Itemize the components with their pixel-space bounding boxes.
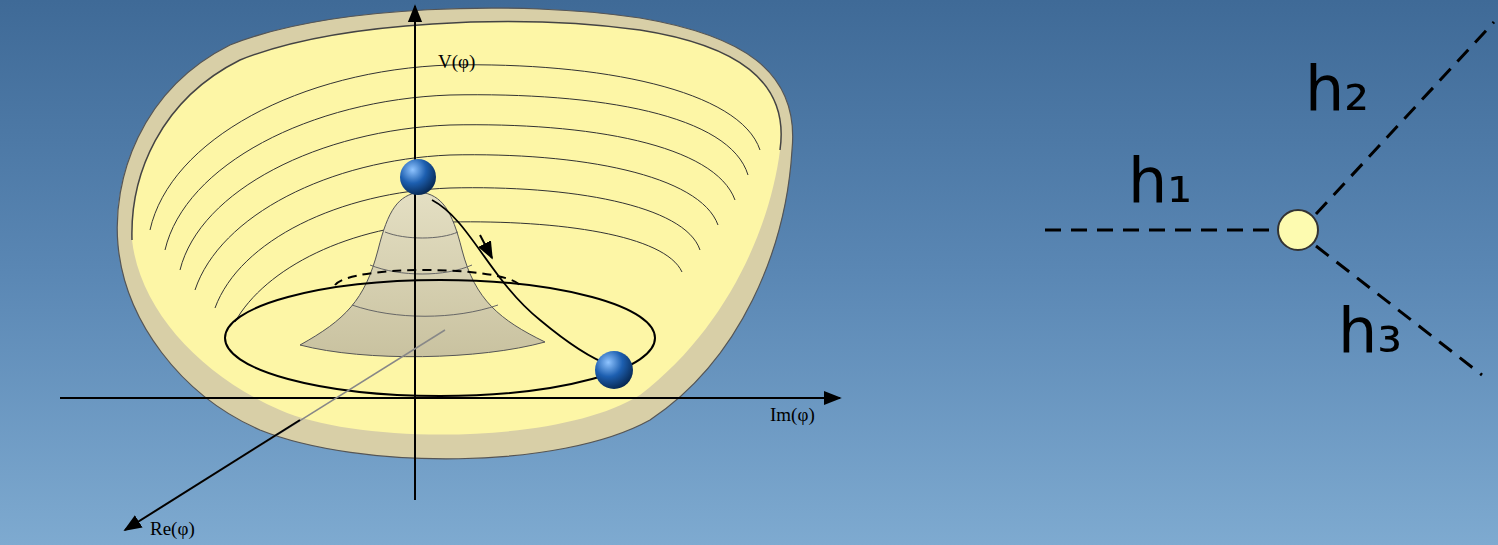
- ball-top: [400, 159, 436, 195]
- axis-label: Im(φ): [770, 405, 815, 424]
- field-label: h₃: [1338, 300, 1402, 362]
- v-axis: [414, 6, 416, 500]
- axis-label: V(φ): [438, 52, 475, 71]
- minimum-circle: [225, 280, 655, 396]
- im-axis: [60, 397, 840, 399]
- axis-label: Re(φ): [150, 519, 195, 538]
- bowl-shell: [117, 8, 792, 459]
- vertex-dot: [1278, 210, 1318, 250]
- re-axis-back: [125, 330, 445, 530]
- central-hump: [300, 192, 545, 357]
- roll-arrow: [480, 235, 492, 258]
- scalar-lines: [1045, 22, 1494, 375]
- bowl-rim: [132, 22, 781, 240]
- bowl-surface: [132, 22, 781, 435]
- re-axis: [125, 420, 300, 530]
- roll-path: [432, 200, 610, 365]
- field-label: h₁: [1128, 150, 1192, 212]
- ball-minimum: [595, 351, 633, 389]
- field-label: h₂: [1305, 58, 1369, 120]
